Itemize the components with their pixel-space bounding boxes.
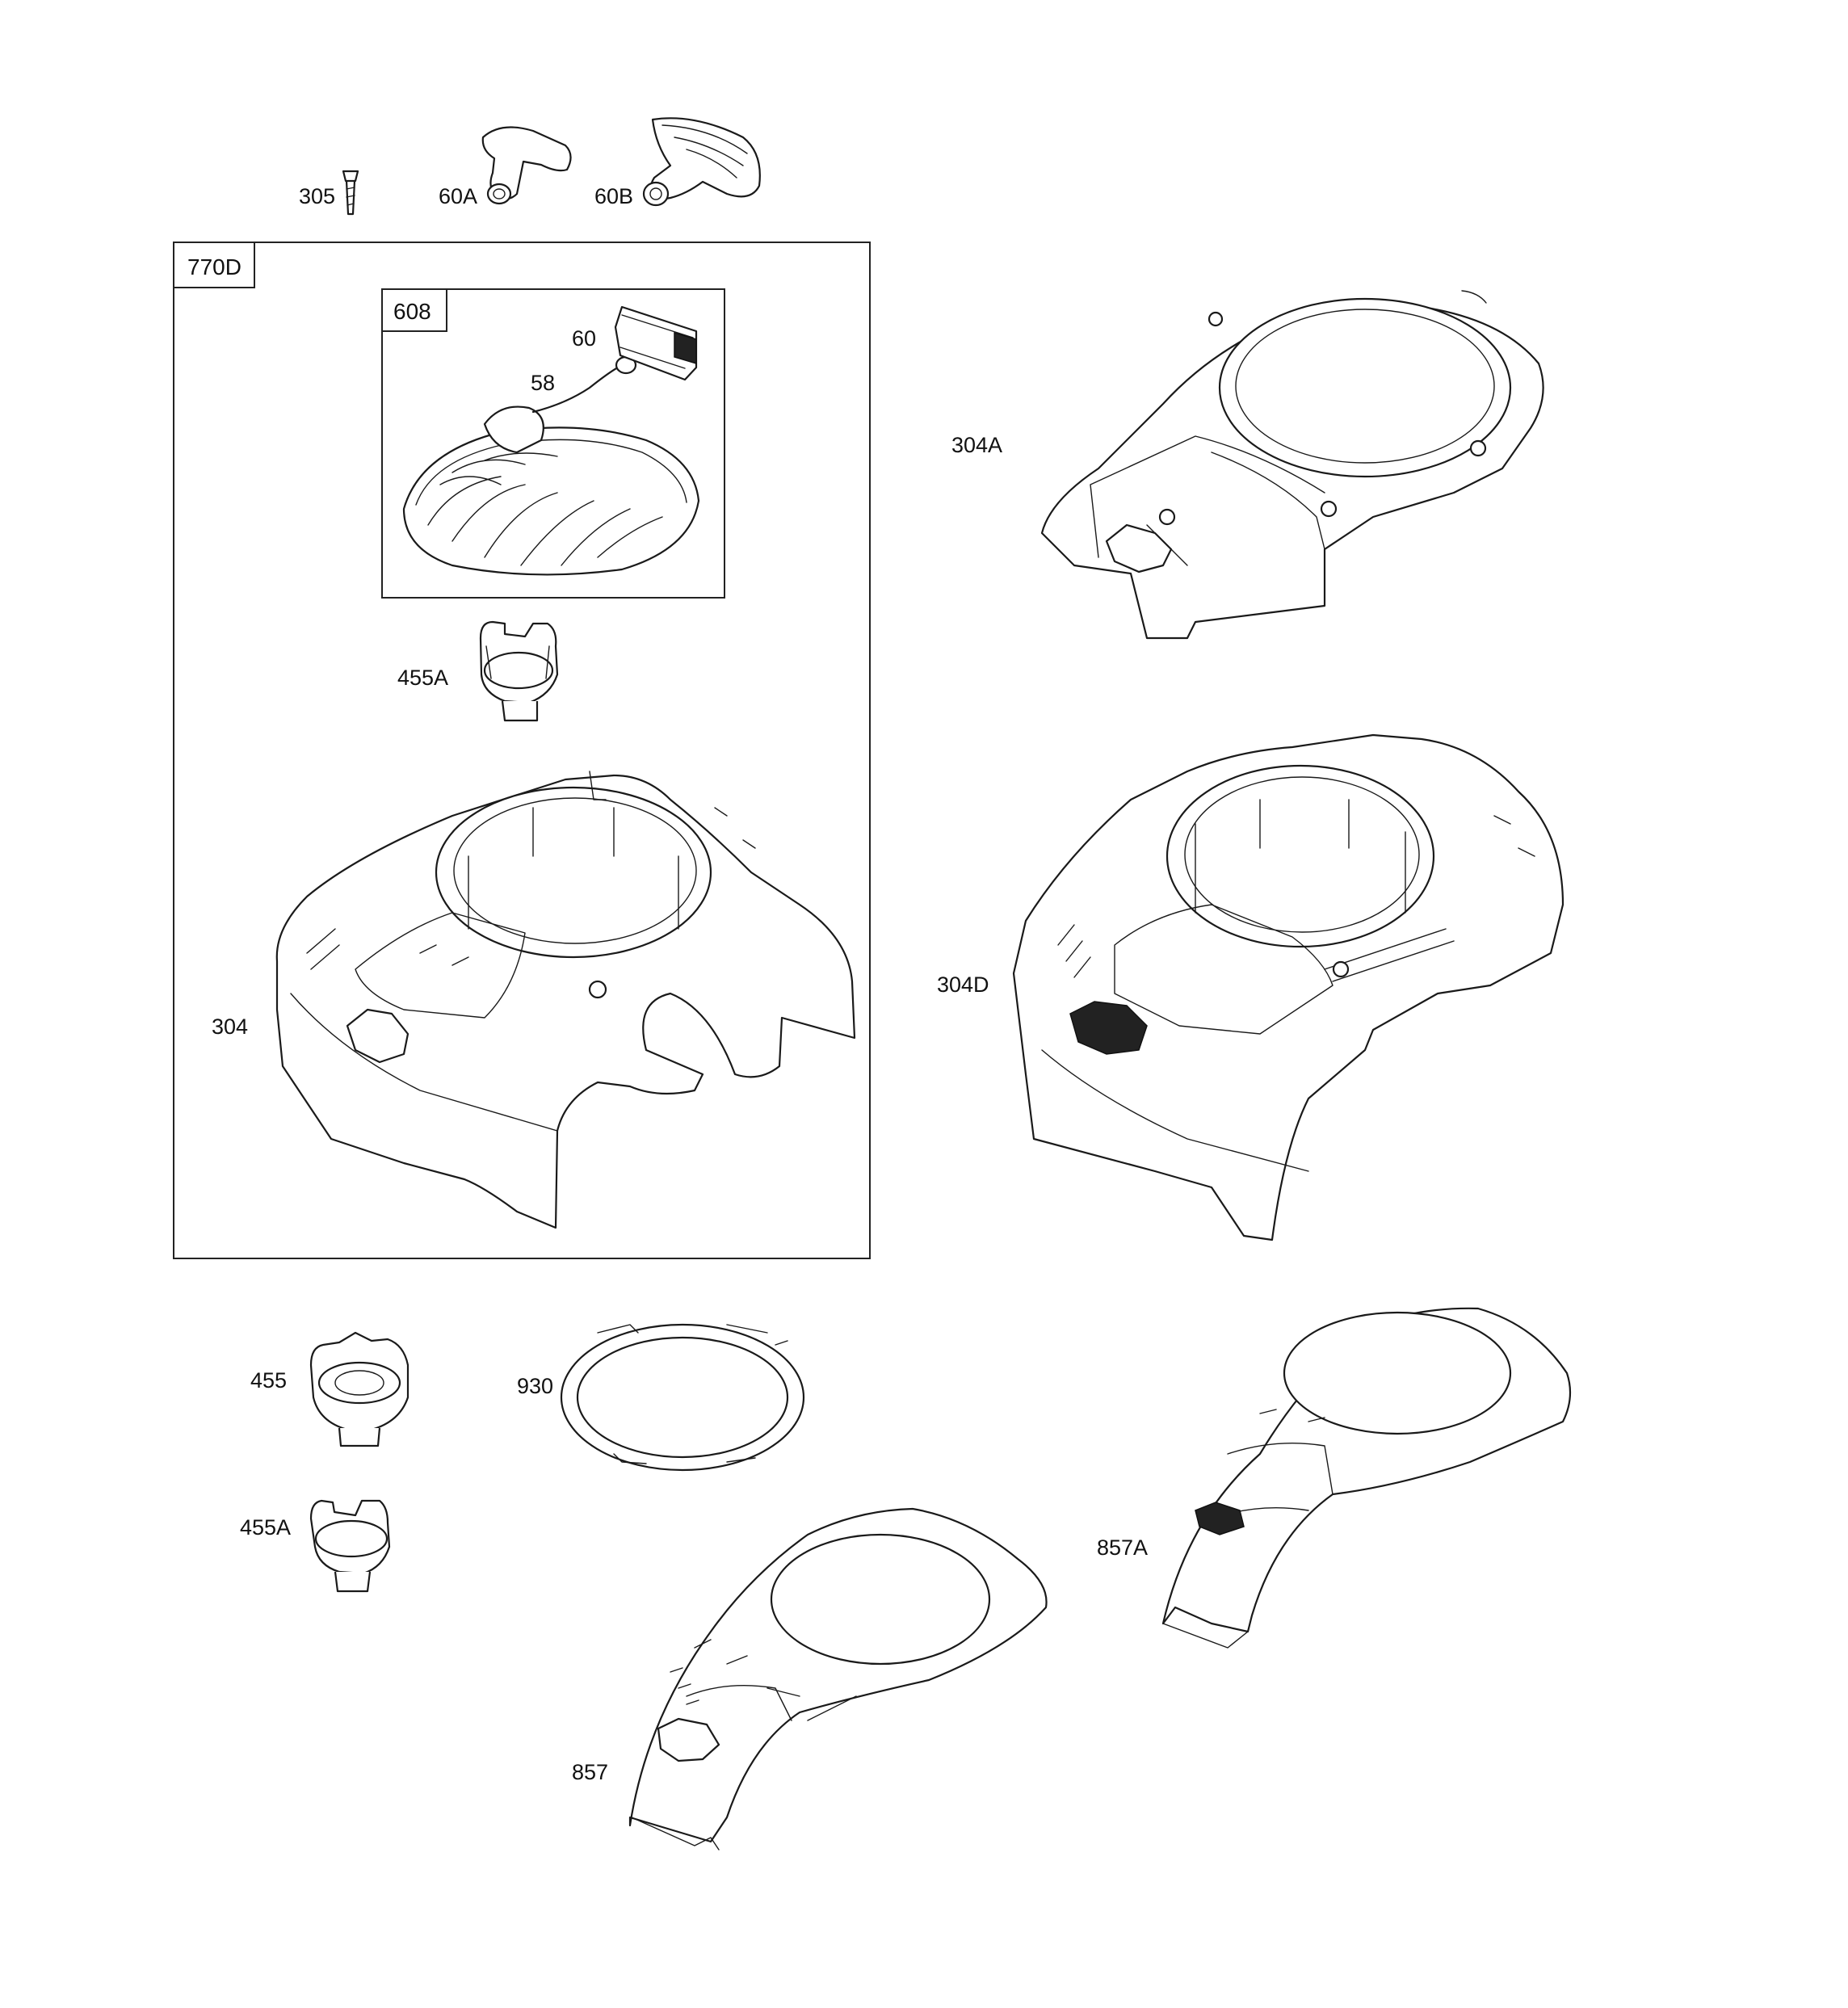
assembly-label: 770D [187,254,242,279]
callout-60b: 60B [594,184,633,208]
part-857a-shroud [1161,1307,1572,1649]
part-455a-inner [479,620,559,722]
assembly-label-box [173,242,255,288]
callout-930: 930 [517,1374,553,1398]
part-305-screw [342,170,359,216]
callout-455a: 455A [240,1515,291,1540]
callout-60: 60 [572,326,596,351]
subassembly-box-608 [381,288,725,599]
part-304d-blower-housing [1012,733,1564,1241]
callout-857a: 857A [1097,1535,1148,1560]
part-304-blower-housing [275,771,856,1229]
callout-455: 455 [250,1368,287,1393]
part-455 [309,1331,410,1447]
callout-60a: 60A [439,184,477,208]
assembly-box-770d [173,242,871,1259]
subassembly-label: 608 [393,299,431,324]
callout-304d: 304D [937,972,989,997]
callout-304: 304 [212,1015,248,1039]
part-930-baffle [560,1323,805,1472]
part-857-shroud [628,1507,1048,1850]
callout-58: 58 [531,371,555,395]
callout-304a: 304A [951,433,1002,457]
callout-305: 305 [299,184,335,208]
callout-455a-inner: 455A [397,666,448,690]
subassembly-label-box [381,288,447,332]
part-304a-blower-housing [1040,290,1544,640]
part-455a [309,1499,391,1593]
part-60a-handle [481,126,572,205]
part-60-starter-handle [614,305,698,381]
part-60b-handle [642,117,761,207]
callout-857: 857 [572,1760,608,1784]
